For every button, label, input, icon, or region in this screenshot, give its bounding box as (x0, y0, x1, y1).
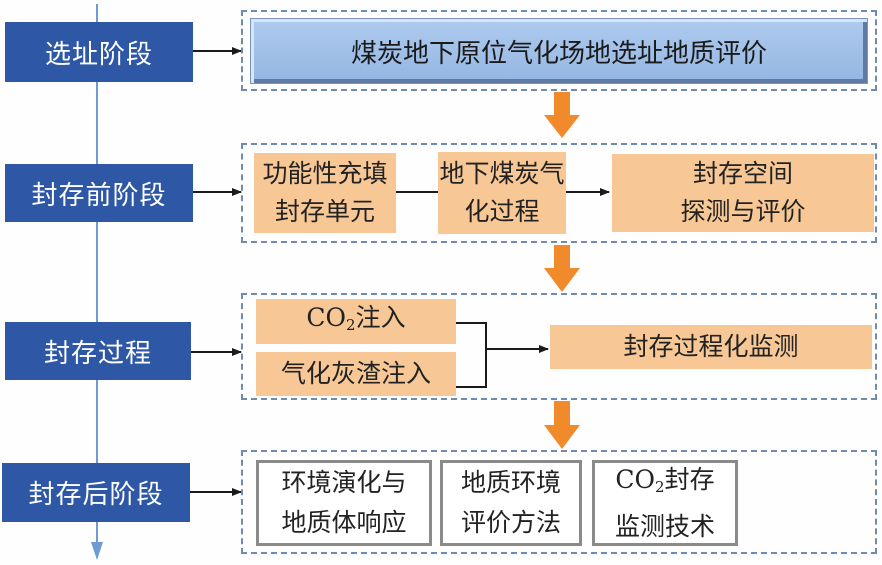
box-line: 地质环境 (460, 468, 561, 497)
box-line: 监测技术 (614, 511, 715, 541)
group-site-selection (241, 10, 877, 91)
box-line: 封存单元 (274, 197, 375, 226)
stage-site-selection: 选址阶段 (5, 22, 193, 82)
group-post-storage (241, 450, 877, 554)
box-line: 探测与评价 (680, 197, 806, 226)
orange-down-arrow-icon (544, 401, 580, 449)
stage-storage-process: 封存过程 (5, 322, 191, 380)
site-selection-label: 煤炭地下原位气化场地选址地质评价 (350, 38, 767, 69)
timeline-arrowhead-icon (91, 542, 103, 560)
stage-pre-storage: 封存前阶段 (5, 164, 193, 222)
stage-post-storage: 封存后阶段 (2, 463, 190, 522)
co2-injection-label: CO2注入 (306, 303, 406, 334)
box-line: 地质体响应 (281, 508, 407, 537)
box-line: 地下煤炭气 (439, 159, 565, 188)
process-monitoring-box: 封存过程化监测 (550, 325, 872, 369)
ash-injection-label: 气化灰渣注入 (280, 359, 431, 388)
box-line: 评价方法 (460, 508, 561, 537)
group-storage-process (241, 293, 877, 400)
site-selection-box: 煤炭地下原位气化场地选址地质评价 (250, 18, 868, 84)
pre-box-space-detection: 封存空间探测与评价 (612, 154, 874, 232)
box-line: 功能性充填 (262, 159, 388, 188)
box-line: CO2封存 (615, 464, 715, 496)
co2-injection-box: CO2注入 (256, 299, 456, 344)
pre-box-gasification: 地下煤炭气化过程 (438, 152, 566, 234)
box-line: 封存空间 (692, 159, 793, 188)
box-line: 化过程 (464, 197, 540, 226)
post-box-evaluation: 地质环境评价方法 (440, 460, 582, 546)
bracket-connector (456, 322, 487, 388)
ash-injection-box: 气化灰渣注入 (256, 352, 456, 396)
post-box-environment: 环境演化与地质体响应 (256, 460, 432, 546)
group-pre-storage (241, 143, 877, 243)
box-line: 环境演化与 (281, 468, 407, 497)
orange-down-arrow-icon (544, 92, 580, 138)
post-box-monitoring: CO2封存 监测技术 (592, 460, 738, 546)
process-monitoring-label: 封存过程化监测 (623, 332, 799, 361)
pre-box-functional-fill: 功能性充填封存单元 (254, 153, 396, 233)
orange-down-arrow-icon (544, 245, 580, 292)
